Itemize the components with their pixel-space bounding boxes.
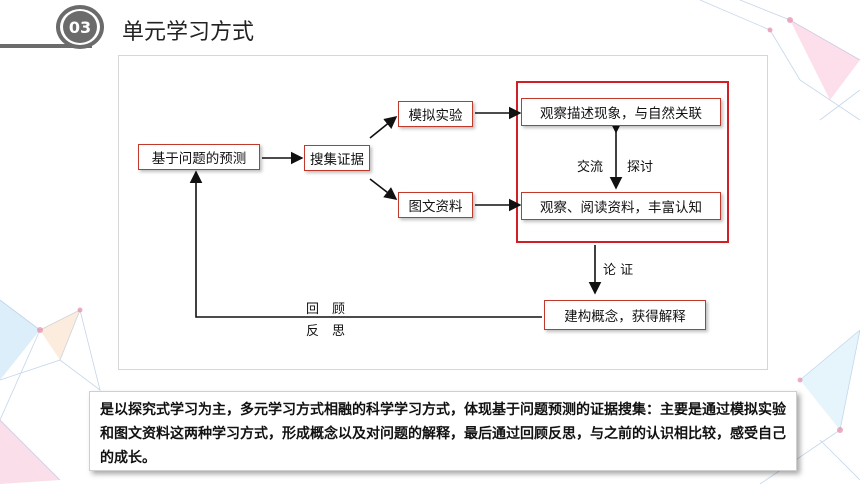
node-evidence: 搜集证据 <box>304 145 370 171</box>
arrow-evidence-graphics <box>369 178 398 200</box>
node-observe-read: 观察、阅读资料，丰富认知 <box>521 192 721 220</box>
label-discuss: 探讨 <box>627 160 654 175</box>
node-graphics: 图文资料 <box>398 192 473 218</box>
section-number: 03 <box>63 11 97 43</box>
arrow-review-loop <box>189 170 542 318</box>
arrow-evidence-simulation <box>369 115 398 139</box>
label-exchange: 交流 <box>577 160 604 175</box>
label-reflect: 反 思 <box>306 324 346 339</box>
flow-diagram: 基于问题的预测 搜集证据 模拟实验 图文资料 观察描述现象，与自然关联 观察、阅… <box>118 55 768 370</box>
summary-text: 是以探究式学习为主，多元学习方式相融的科学学习方式，体现基于问题预测的证据搜集：… <box>89 391 797 471</box>
label-argue: 论 证 <box>603 263 634 278</box>
node-prediction: 基于问题的预测 <box>138 144 260 170</box>
section-badge: 03 <box>56 5 104 49</box>
node-simulation: 模拟实验 <box>398 101 473 127</box>
node-concept: 建构概念，获得解释 <box>544 300 706 330</box>
flow-arrows <box>189 106 623 318</box>
header-line <box>0 44 92 48</box>
node-observe-describe: 观察描述现象，与自然关联 <box>521 98 721 126</box>
page-title: 单元学习方式 <box>122 20 255 45</box>
label-review: 回 顾 <box>306 302 346 317</box>
